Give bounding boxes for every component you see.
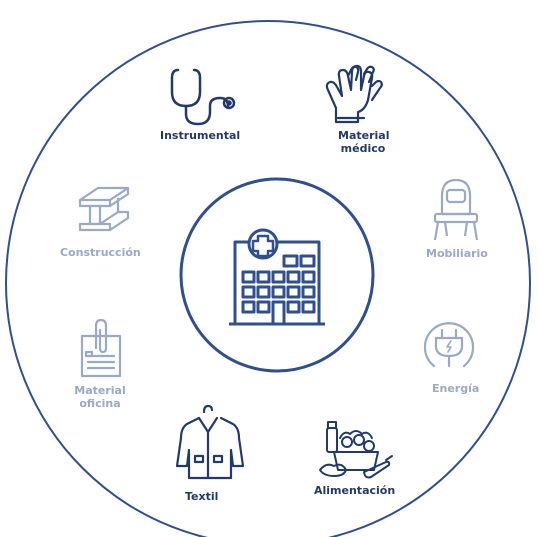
label-material-medico-line1: Material — [338, 129, 390, 142]
chair-icon — [433, 178, 479, 241]
coat-icon — [175, 404, 245, 480]
label-energia: Energía — [432, 382, 480, 395]
gloves-icon — [325, 64, 383, 124]
label-textil: Textil — [185, 490, 219, 503]
label-material-oficina: Material oficina — [74, 384, 126, 410]
hospital-building-icon — [229, 228, 325, 326]
label-material-medico: Material médico — [338, 129, 390, 155]
outer-ring — [5, 20, 531, 537]
inner-ring — [179, 177, 375, 373]
label-material-medico-line2: médico — [340, 142, 386, 155]
label-instrumental: Instrumental — [160, 129, 241, 142]
groceries-icon — [319, 421, 393, 479]
label-material-oficina-line1: Material — [74, 384, 126, 397]
steel-beam-icon — [78, 186, 130, 232]
label-construccion: Construcción — [60, 246, 141, 259]
plug-icon — [423, 322, 475, 368]
label-mobiliario: Mobiliario — [426, 247, 488, 260]
clipboard-icon — [80, 318, 122, 378]
stethoscope-icon — [170, 68, 236, 126]
label-material-oficina-line2: oficina — [79, 397, 121, 410]
label-alimentacion: Alimentación — [314, 484, 396, 497]
